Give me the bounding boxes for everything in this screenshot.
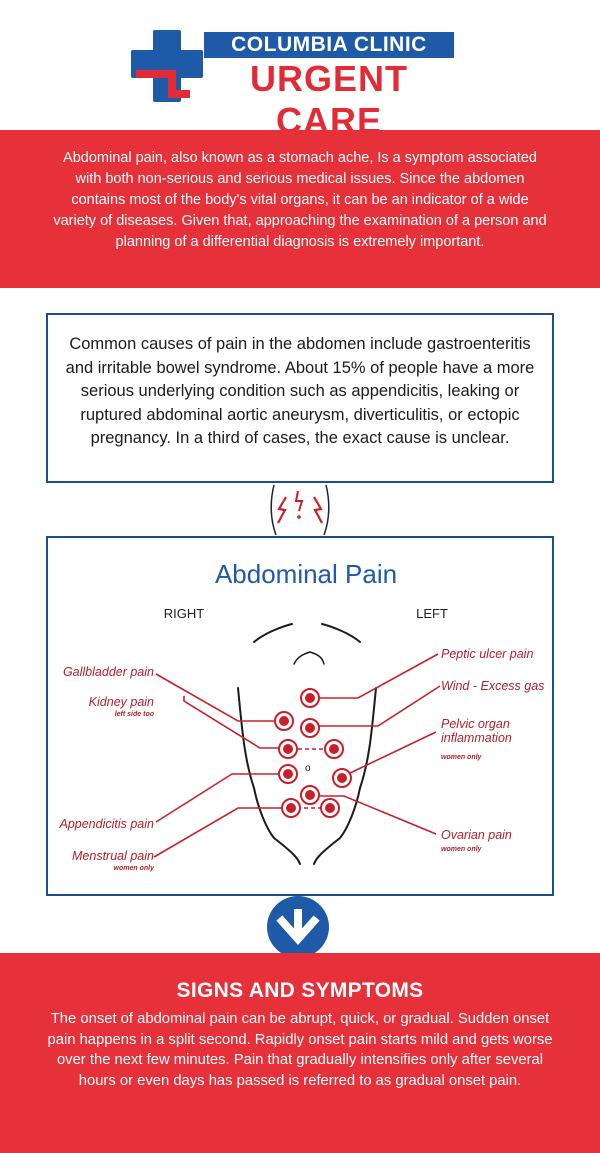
label-peptic: Peptic ulcer pain [441,647,533,661]
brand-name-top: COLUMBIA CLINIC [231,33,427,56]
pain-markers [274,688,352,818]
pain-lightning-icon [270,484,330,536]
abdominal-pain-diagram: Abdominal Pain RIGHT LEFT o [46,536,554,896]
pain-marker-peptic [300,688,320,708]
torso-outline-icon [237,623,377,865]
medical-cross-icon [131,30,454,102]
clinic-logo: COLUMBIA CLINIC URGENT CARE [0,0,600,141]
intro-section: Abdominal pain, also known as a stomach … [0,130,600,288]
pain-marker-appendicitis [278,764,298,784]
label-menstrual-note: women only [114,865,156,872]
navel-mark: o [305,763,311,774]
label-pelvic-1: Pelvic organ [441,717,510,731]
pain-marker-kidney-left [324,739,344,759]
pain-marker-wind [300,718,320,738]
intro-text: Abdominal pain, also known as a stomach … [53,150,547,250]
label-pelvic-2: inflammation [441,731,512,745]
pain-marker-pelvic [332,768,352,788]
label-gallbladder: Gallbladder pain [63,665,154,679]
label-menstrual: Menstrual pain [72,849,154,863]
pain-marker-menstrual-right [281,798,301,818]
right-side-label: RIGHT [164,606,205,621]
brand-name-bottom: URGENT CARE [250,58,408,141]
causes-box: Common causes of pain in the abdomen inc… [46,313,554,483]
diagram-title: Abdominal Pain [215,559,397,589]
pain-marker-gallbladder [274,711,294,731]
label-ovarian: Ovarian pain [441,828,512,842]
symptoms-section: SIGNS AND SYMPTOMS The onset of abdomina… [0,953,600,1153]
symptoms-title: SIGNS AND SYMPTOMS [176,979,424,1002]
label-pelvic-note: women only [441,754,483,761]
label-wind: Wind - Excess gas [441,679,544,693]
pain-marker-ovarian [300,785,320,805]
leader-lines [153,653,441,858]
symptoms-text: The onset of abdominal pain can be abrup… [47,1011,553,1089]
label-appendicitis: Appendicitis pain [58,817,154,831]
down-arrow-icon [267,896,329,958]
pain-marker-menstrual-left [320,798,340,818]
pain-marker-kidney-right [278,739,298,759]
left-side-label: LEFT [416,606,448,621]
causes-text: Common causes of pain in the abdomen inc… [65,335,535,447]
label-kidney-note: left side too [115,711,155,718]
diagram-canvas: Abdominal Pain RIGHT LEFT o [58,559,544,872]
label-ovarian-note: women only [441,846,483,853]
label-kidney: Kidney pain [89,695,154,709]
